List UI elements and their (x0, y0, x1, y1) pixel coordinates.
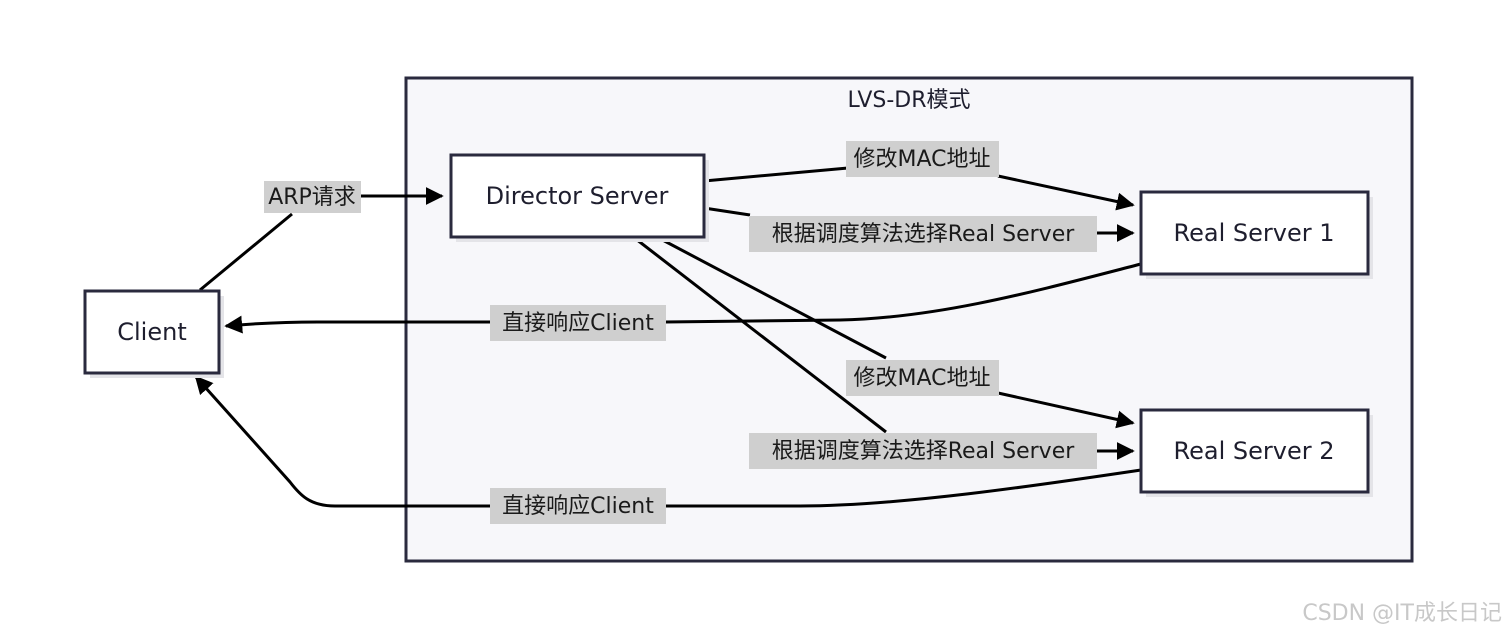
node-client: Client (83, 289, 224, 378)
edge-label-text: 根据调度算法选择Real Server (772, 439, 1076, 464)
edge-label-reply-client-2: 直接响应Client (490, 488, 666, 524)
edge-director-modify-mac-2 (654, 234, 887, 360)
edge-director-select-rs-2 (631, 234, 887, 434)
edge-director-modify-mac-1 (703, 166, 849, 183)
edge-label-text: 修改MAC地址 (853, 366, 990, 391)
edge-director-select-rs-1 (703, 206, 751, 217)
edge-label-arp-request: ARP请求 (264, 181, 361, 213)
edge-reply-to-client-2 (194, 375, 490, 508)
edge-label-modify-mac-1: 修改MAC地址 (846, 141, 999, 177)
watermark: CSDN @IT成长日记 (1302, 601, 1502, 626)
edge-modify-mac-1-to-rs1 (997, 174, 1135, 211)
node-real-server-1: Real Server 1 (1139, 190, 1373, 279)
edge-label-text: 根据调度算法选择Real Server (772, 222, 1076, 247)
edge-reply-to-client-1 (224, 315, 490, 334)
node-label: Real Server 1 (1174, 219, 1335, 247)
edge-label-reply-client-1: 直接响应Client (490, 305, 666, 341)
cluster-title: LVS-DR模式 (847, 88, 970, 113)
node-director-server: Director Server (449, 153, 709, 242)
node-label: Real Server 2 (1174, 437, 1335, 465)
edge-rs1-reply (664, 262, 1142, 324)
edge-label-text: 直接响应Client (502, 494, 654, 519)
node-label: Director Server (486, 182, 669, 210)
edge-label-text: ARP请求 (268, 185, 356, 210)
node-label: Client (117, 318, 186, 346)
edge-label-text: 直接响应Client (502, 311, 654, 336)
edge-modify-mac-2-to-rs2 (997, 391, 1135, 429)
node-real-server-2: Real Server 2 (1139, 408, 1373, 497)
edge-label-text: 修改MAC地址 (853, 147, 990, 172)
edge-label-modify-mac-2: 修改MAC地址 (846, 360, 999, 396)
edge-label-select-rs-2: 根据调度算法选择Real Server (749, 433, 1097, 469)
edge-rs2-reply (665, 468, 1142, 508)
edge-client-arp (199, 212, 293, 292)
edge-label-select-rs-1: 根据调度算法选择Real Server (749, 216, 1097, 252)
